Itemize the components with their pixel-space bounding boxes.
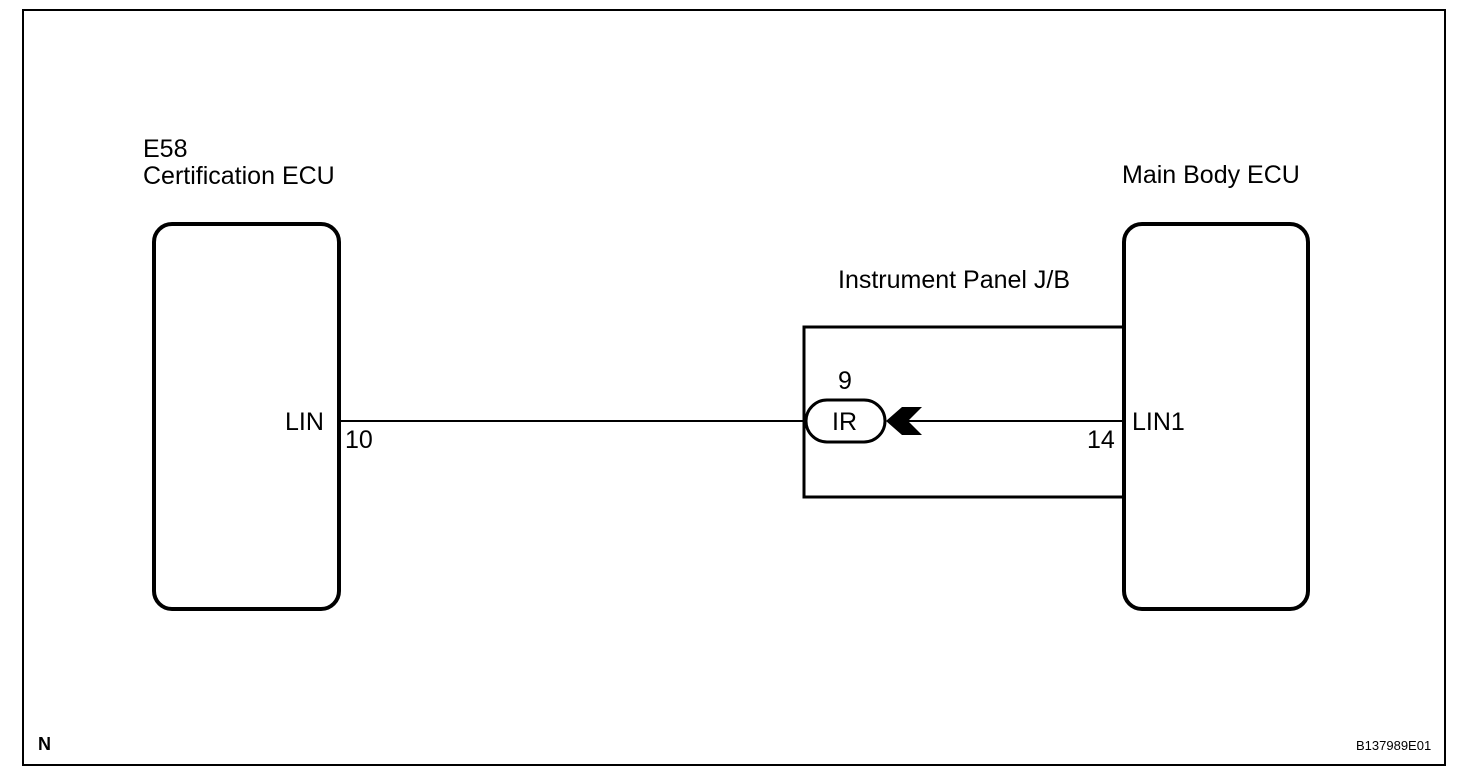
junction-block-name: Instrument Panel J/B: [838, 266, 1071, 294]
left-pin-name: LIN: [285, 408, 324, 436]
certification-ecu-box: [152, 222, 341, 611]
left-ecu-connector-code: E58: [143, 135, 188, 163]
left-pin-number: 10: [345, 426, 373, 454]
jb-terminal-number: 9: [838, 367, 852, 395]
diagram-frame: [22, 9, 1446, 766]
right-ecu-name: Main Body ECU: [1122, 161, 1300, 189]
ir-connector-shape: [804, 398, 887, 444]
connector-arrow-marker: [886, 407, 922, 435]
left-ecu-name: Certification ECU: [143, 162, 335, 190]
figure-id: B137989E01: [1356, 738, 1432, 753]
jb-connector-code: IR: [832, 408, 857, 436]
main-body-ecu-box: [1122, 222, 1310, 611]
right-pin-name: LIN1: [1132, 408, 1185, 436]
corner-letter: N: [38, 734, 51, 754]
right-pin-number: 14: [1087, 426, 1115, 454]
